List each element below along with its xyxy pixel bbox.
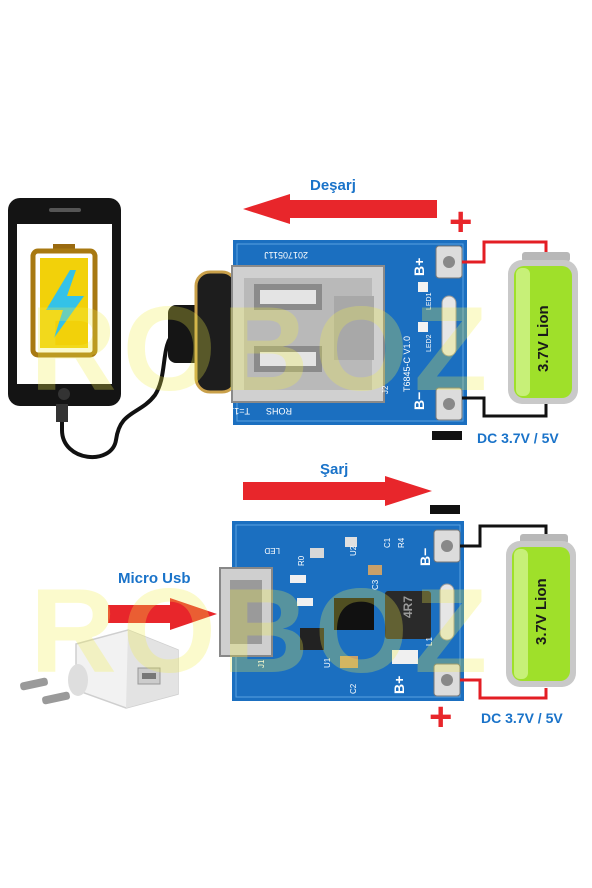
cable-connector <box>56 404 68 422</box>
usb-plug <box>168 270 238 394</box>
board-bplus-bottom: B+ <box>391 676 407 694</box>
watermark-top: ROBOZ <box>30 282 493 416</box>
bottom-battery-icon <box>506 534 576 687</box>
board-led1: LED1 <box>426 292 433 310</box>
board-led2: LED2 <box>426 334 433 352</box>
usb-cable <box>60 330 177 460</box>
board-part-u2: U2 <box>349 545 358 556</box>
lightning-icon <box>46 270 84 338</box>
bottom-battery-label: 3.7V Lion <box>533 578 550 645</box>
top-battery-icon <box>508 252 578 404</box>
bottom-red-wire <box>460 678 548 700</box>
board-part-j1: J1 <box>257 659 266 668</box>
board-part-l1: L1 <box>425 637 434 646</box>
board-part-c3: C3 <box>371 579 380 590</box>
top-plus-sign: + <box>449 200 472 244</box>
board-model: T6845-C V1.0 <box>402 336 412 392</box>
top-minus-sign <box>432 431 462 440</box>
board-part-c2: C2 <box>349 683 358 694</box>
board-part-led: LED <box>264 546 280 555</box>
board-bplus-top: B+ <box>411 258 427 276</box>
top-dc-label: DC 3.7V / 5V <box>477 430 559 446</box>
board-j2: J2 <box>381 385 390 394</box>
board-code: 20170511J <box>264 250 308 260</box>
chip-u1 <box>300 628 324 650</box>
top-black-wire <box>462 396 548 418</box>
board-part-r0: R0 <box>297 555 306 566</box>
bottom-minus-sign <box>430 505 460 514</box>
bottom-plus-sign: + <box>429 695 452 739</box>
top-pcb-board <box>231 240 467 425</box>
charger-icon <box>20 629 179 709</box>
board-bminus-bottom: B− <box>417 548 433 566</box>
watermark-bottom: ROBOZ <box>30 564 493 698</box>
inductor <box>385 591 431 639</box>
input-arrow <box>108 598 217 630</box>
board-part-c1: C1 <box>383 537 392 548</box>
bottom-dc-label: DC 3.7V / 5V <box>481 710 563 726</box>
chip-u2 <box>334 598 374 630</box>
bottom-black-wire <box>460 524 548 548</box>
discharge-arrow <box>243 194 437 224</box>
bottom-pcb-board <box>219 521 464 701</box>
board-part-u1: U1 <box>323 657 332 668</box>
board-part-r4: R4 <box>397 537 406 548</box>
board-bminus-top: B− <box>411 392 427 410</box>
micro-usb-label: Micro Usb <box>118 570 191 587</box>
discharge-label: Deşarj <box>310 177 356 194</box>
board-inductor-label: 4R7 <box>401 596 415 618</box>
charge-arrow <box>243 476 432 506</box>
board-version: T=1.0 <box>227 406 250 416</box>
top-red-wire <box>462 240 548 264</box>
board-rohs: ROHS <box>266 406 292 416</box>
charge-label: Şarj <box>320 461 348 478</box>
top-battery-label: 3.7V Lion <box>535 305 552 372</box>
